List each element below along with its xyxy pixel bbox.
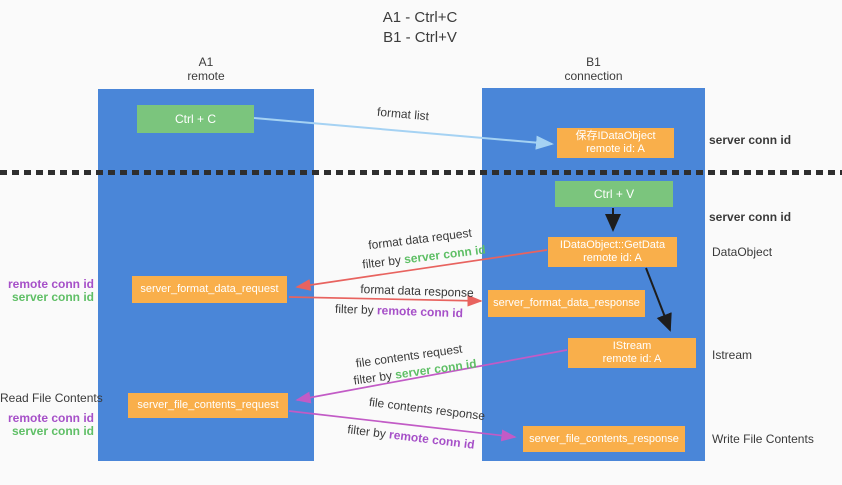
save-dataobject-box: 保存IDataObject remote id: A bbox=[557, 128, 674, 158]
format-request-label: server_format_data_request bbox=[140, 283, 279, 295]
save-dataobject-line2: remote id: A bbox=[586, 143, 645, 155]
left-conn-ids-group-1: remote conn id server conn id bbox=[0, 278, 94, 304]
ctrl-c-event-box: Ctrl + C bbox=[137, 105, 254, 133]
getdata-box: IDataObject::GetData remote id: A bbox=[548, 237, 677, 267]
filter-by-text: filter by bbox=[352, 368, 393, 388]
getdata-line1: IDataObject::GetData bbox=[559, 239, 666, 251]
lifeline-b1-name: B1 bbox=[586, 55, 601, 69]
lifeline-b1-role: connection bbox=[564, 69, 623, 83]
format-list-label: format list bbox=[376, 104, 430, 124]
read-file-contents-label: Read File Contents bbox=[0, 391, 103, 405]
ctrl-c-label: Ctrl + C bbox=[174, 112, 216, 126]
server-conn-id-top-label: server conn id bbox=[709, 133, 792, 147]
remote-conn-id-left-2: remote conn id bbox=[7, 411, 94, 425]
server-conn-id-left-1: server conn id bbox=[11, 290, 94, 304]
lifeline-a1-role: remote bbox=[187, 69, 225, 83]
diagram-title: A1 - Ctrl+C B1 - Ctrl+V bbox=[300, 8, 540, 48]
istream-line2: remote id: A bbox=[602, 353, 662, 365]
remote-conn-id-text: remote conn id bbox=[376, 303, 464, 321]
file-contents-response-label: file contents response bbox=[368, 394, 486, 424]
write-file-contents-label: Write File Contents bbox=[712, 432, 814, 446]
filter-by-remote-conn-id-label-1: filter by remote conn id bbox=[335, 302, 463, 320]
title-line-2: B1 - Ctrl+V bbox=[383, 29, 457, 46]
ctrl-v-event-box: Ctrl + V bbox=[555, 181, 673, 207]
session-separator-line bbox=[0, 170, 842, 175]
istream-side-label: Istream bbox=[712, 348, 753, 362]
remote-conn-id-text: remote conn id bbox=[388, 427, 476, 452]
filter-by-text: filter by bbox=[334, 301, 374, 318]
getdata-line2: remote id: A bbox=[583, 252, 642, 264]
server-conn-id-mid-label: server conn id bbox=[709, 210, 792, 224]
server-conn-id-left-2: server conn id bbox=[11, 424, 94, 438]
format-response-box: server_format_data_response bbox=[488, 290, 645, 317]
ctrl-v-label: Ctrl + V bbox=[593, 187, 635, 201]
dataobject-label: DataObject bbox=[712, 245, 773, 259]
filter-by-remote-conn-id-label-2: filter by remote conn id bbox=[347, 422, 476, 452]
format-data-response-label: format data response bbox=[360, 282, 474, 300]
lifeline-a1-header: A1 remote bbox=[98, 55, 314, 83]
istream-box: IStream remote id: A bbox=[568, 338, 696, 368]
istream-line1: IStream bbox=[612, 340, 652, 352]
file-response-label: server_file_contents_response bbox=[529, 432, 679, 445]
remote-conn-id-left-1: remote conn id bbox=[7, 277, 94, 291]
format-response-label: server_format_data_response bbox=[493, 297, 640, 309]
lifeline-b1-header: B1 connection bbox=[482, 55, 705, 83]
save-dataobject-line1: 保存IDataObject bbox=[575, 130, 656, 142]
left-conn-ids-group-2: remote conn id server conn id bbox=[0, 412, 94, 438]
format-request-box: server_format_data_request bbox=[132, 276, 287, 303]
title-line-1: A1 - Ctrl+C bbox=[382, 9, 458, 26]
filter-by-text: filter by bbox=[361, 252, 402, 272]
lifeline-a1-name: A1 bbox=[198, 55, 214, 69]
file-response-box: server_file_contents_response bbox=[523, 426, 685, 452]
file-request-box: server_file_contents_request bbox=[128, 393, 288, 418]
filter-by-text: filter by bbox=[346, 422, 387, 441]
file-request-label: server_file_contents_request bbox=[137, 399, 279, 411]
